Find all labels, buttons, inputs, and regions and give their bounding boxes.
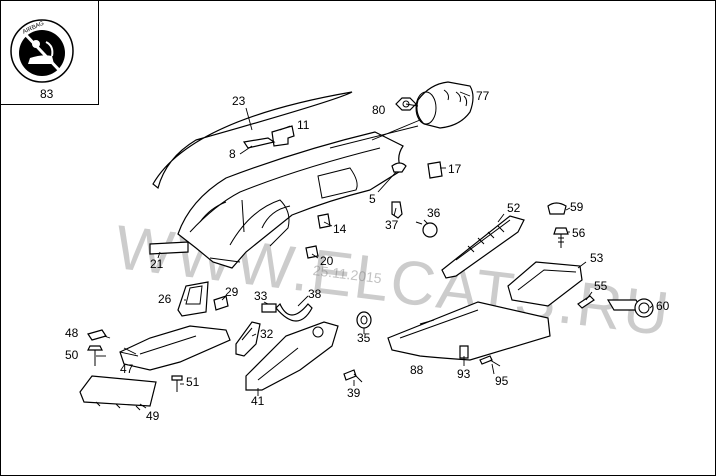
cover-panel-88 [387,301,551,361]
label-20: 20 [320,254,334,268]
label-11: 11 [297,118,310,132]
label-95: 95 [495,374,509,388]
label-55: 55 [594,279,608,293]
label-21: 21 [150,257,164,271]
label-32: 32 [260,327,274,341]
label-23: 23 [232,94,246,108]
strip-21 [149,241,189,255]
label-38: 38 [308,287,322,301]
label-60: 60 [656,299,670,313]
airbag-module-77 [415,81,474,129]
label-88: 88 [410,363,424,377]
label-93: 93 [457,367,471,381]
clip-14 [317,213,331,229]
label-48: 48 [65,326,79,340]
label-56: 56 [572,226,586,240]
part-29 [213,295,229,311]
label-83: 83 [40,87,54,101]
label-80: 80 [372,103,386,117]
airbag-inset-box [0,0,99,105]
label-14: 14 [333,222,347,236]
label-77: 77 [476,89,490,103]
leader-lines [96,91,653,409]
trim-strip-23 [152,91,353,190]
label-59: 59 [570,200,584,214]
part-33 [261,303,277,313]
clip-5 [391,162,407,173]
label-8: 8 [229,147,236,161]
label-37: 37 [385,218,399,232]
label-51: 51 [186,375,200,389]
cap-59 [547,202,567,215]
knee-bolster-47 [119,325,231,371]
label-33: 33 [254,289,268,303]
label-26: 26 [158,292,172,306]
clip-17 [427,161,443,179]
knob-36 [415,221,438,238]
label-47: 47 [120,362,134,376]
label-50: 50 [65,348,79,362]
lower-panel-41 [245,321,339,391]
part-55 [577,295,595,309]
clip-20 [305,245,319,259]
label-39: 39 [347,386,361,400]
clip-37 [391,201,403,219]
label-29: 29 [225,285,239,299]
glovebox-53 [507,261,583,307]
label-52: 52 [507,201,521,215]
screw-95 [479,355,501,367]
holder-32 [235,321,261,357]
bolt-51 [171,375,183,392]
lighter-60 [606,298,654,318]
screw-50 [87,345,103,366]
label-49: 49 [146,409,160,423]
glovebox-frame-52 [441,215,525,279]
label-5: 5 [369,192,376,206]
vent-frame-26 [177,281,209,317]
label-41: 41 [251,394,265,408]
plate-49 [79,375,157,411]
screw-56 [553,227,569,248]
dashboard-carrier [177,125,419,269]
ring-35 [356,311,372,329]
label-53: 53 [590,251,604,265]
arc-piece-38 [275,302,313,322]
clip-93 [459,345,469,359]
label-36: 36 [427,206,441,220]
bracket-11 [271,125,295,147]
label-35: 35 [357,331,371,345]
screw-39 [343,369,363,383]
clip-8 [242,137,276,149]
clip-48 [87,329,107,341]
airbag-warning-icon [10,19,74,83]
label-17: 17 [448,162,462,176]
